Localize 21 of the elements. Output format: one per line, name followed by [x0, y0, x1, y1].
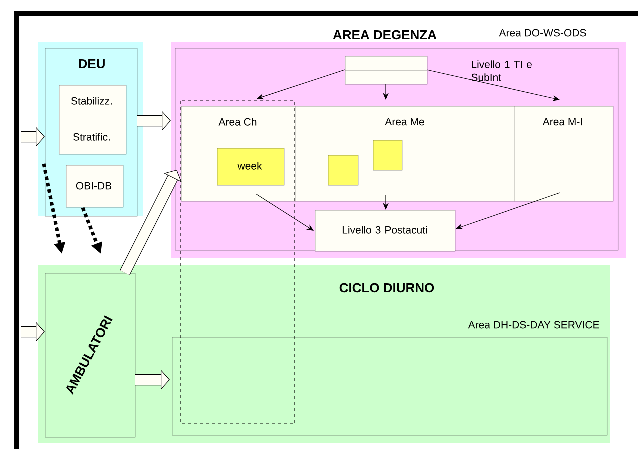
node-label: Area Me: [385, 118, 424, 126]
heading: AREA DEGENZA: [333, 30, 437, 40]
node-label: Stabilizz. Stratific.: [71, 97, 112, 141]
node-label: Area Ch: [218, 118, 257, 126]
heading: CICLO DIURNO: [340, 283, 434, 293]
level-box: [344, 56, 428, 85]
heading: DEU: [79, 59, 105, 69]
node-label: week: [238, 162, 262, 170]
arrow: [257, 70, 346, 100]
arrow: [256, 194, 314, 231]
node-label: Area M-I: [542, 118, 582, 126]
sticky-note: [373, 140, 403, 171]
block-arrow: [120, 170, 182, 276]
side-label: Livello 1 TI e SubInt: [472, 60, 532, 82]
arrow: [456, 192, 560, 230]
node-label: Area DH-DS-DAY SERVICE: [468, 321, 600, 329]
node-label: Area DO-WS-ODS: [499, 29, 586, 37]
sticky-note: [328, 155, 359, 186]
arrow: [426, 70, 560, 102]
node-label: OBI-DB: [76, 182, 112, 190]
node-label: Livello 3 Postacuti: [342, 226, 428, 234]
